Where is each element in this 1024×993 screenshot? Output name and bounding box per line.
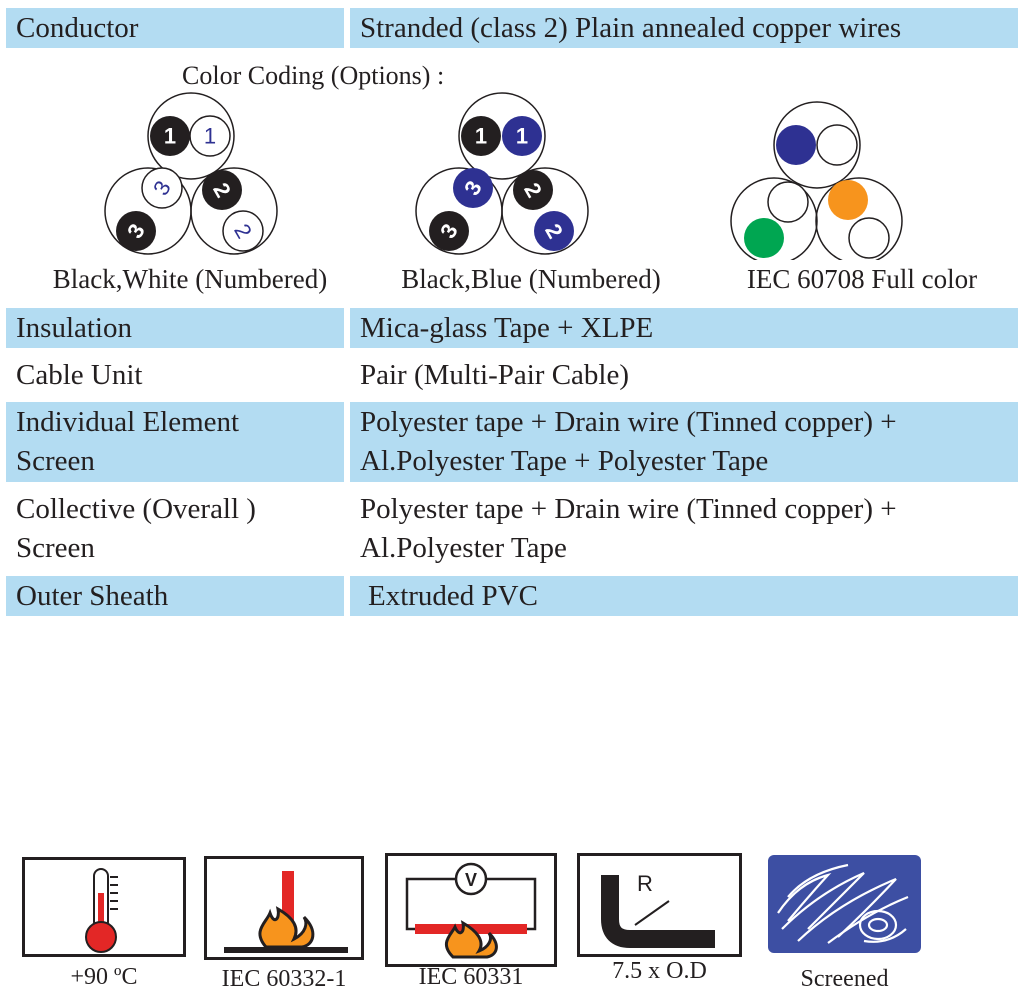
- core-number: 1: [204, 124, 216, 149]
- individual-screen-value: Polyester tape + Drain wire (Tinned copp…: [350, 402, 1018, 482]
- label-line: Individual Element: [16, 406, 240, 438]
- screened-icon: [768, 855, 921, 953]
- label-line: Screen: [16, 532, 95, 564]
- outer-sheath-value: Extruded PVC: [350, 576, 1018, 616]
- individual-screen-row: Individual Element Screen Polyester tape…: [6, 402, 1018, 482]
- voltmeter-fire-icon: V: [385, 853, 557, 967]
- badge-caption: IEC 60332-1: [221, 966, 347, 992]
- conductor-value: Stranded (class 2) Plain annealed copper…: [350, 8, 1018, 48]
- color-coding-title: Color Coding (Options) :: [182, 61, 445, 90]
- voltmeter-symbol: V: [465, 870, 477, 890]
- insulation-row: Insulation Mica-glass Tape + XLPE: [6, 308, 1018, 348]
- bending-radius-icon: R: [577, 853, 742, 957]
- color-option-caption: Black,Blue (Numbered): [401, 264, 661, 294]
- radius-symbol: R: [637, 871, 653, 896]
- badge-caption: Screened: [800, 966, 889, 992]
- conductor-label: Conductor: [6, 8, 344, 48]
- color-option-caption: Black,White (Numbered): [52, 264, 328, 294]
- collective-screen-value: Polyester tape + Drain wire (Tinned copp…: [350, 489, 1018, 569]
- insulation-label: Insulation: [6, 308, 344, 348]
- cable-cross-section-icon: [730, 101, 903, 260]
- badge-caption: IEC 60331: [418, 964, 524, 990]
- conductor-row: Conductor Stranded (class 2) Plain annea…: [6, 8, 1018, 48]
- outer-sheath-label: Outer Sheath: [6, 576, 344, 616]
- value-line: Polyester tape + Drain wire (Tinned copp…: [360, 493, 897, 525]
- insulation-value: Mica-glass Tape + XLPE: [350, 308, 1018, 348]
- individual-screen-label: Individual Element Screen: [6, 402, 344, 482]
- cable-cross-section-icon: 1 1 2 2 3 3: [415, 92, 589, 255]
- thermometer-icon: [22, 857, 186, 957]
- badge-caption: 7.5 x O.D: [612, 958, 707, 984]
- cable-unit-row: Cable Unit Pair (Multi-Pair Cable): [6, 355, 1018, 395]
- label-line: Screen: [16, 445, 95, 477]
- color-option-iec-full-color: IEC 60708 Full color: [692, 90, 1024, 300]
- badge-caption: +90 ºC: [70, 964, 138, 990]
- color-option-black-white: 1 1 2 2 3 3 Black,White (Numbered): [20, 90, 360, 300]
- cable-unit-value: Pair (Multi-Pair Cable): [360, 359, 630, 391]
- value-line: Al.Polyester Tape: [360, 532, 567, 564]
- cable-cross-section-icon: 1 1 2 2 3 3: [104, 92, 278, 255]
- cable-unit-label: Cable Unit: [16, 359, 143, 391]
- value-line: Al.Polyester Tape + Polyester Tape: [360, 445, 769, 477]
- color-option-caption: IEC 60708 Full color: [746, 264, 978, 294]
- collective-screen-label: Collective (Overall ) Screen: [6, 489, 344, 569]
- flame-test-icon: [204, 856, 364, 960]
- core-number: 1: [475, 124, 487, 149]
- value-line: Polyester tape + Drain wire (Tinned copp…: [360, 406, 897, 438]
- color-option-black-blue: 1 1 2 2 3 3 Black,Blue (Numbered): [361, 90, 701, 300]
- outer-sheath-row: Outer Sheath Extruded PVC: [6, 576, 1018, 616]
- core-number: 1: [164, 124, 176, 149]
- label-line: Collective (Overall ): [16, 493, 256, 525]
- collective-screen-row: Collective (Overall ) Screen Polyester t…: [6, 489, 1018, 569]
- core-number: 1: [516, 124, 528, 149]
